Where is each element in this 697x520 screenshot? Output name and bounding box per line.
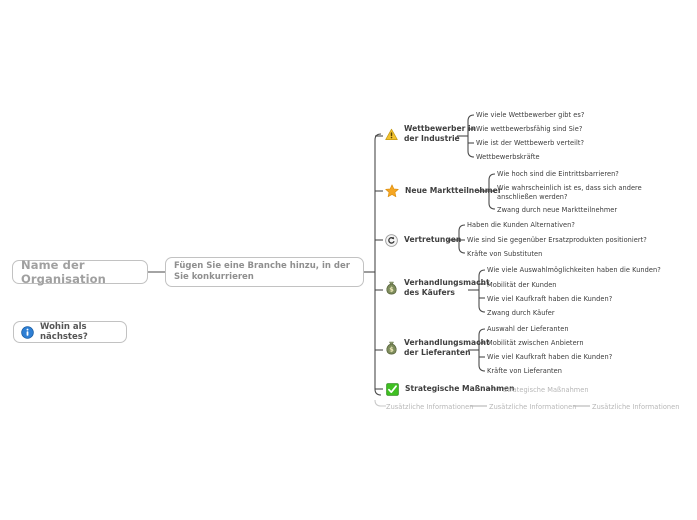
- where-next-hint-node[interactable]: Wohin als nächstes?: [13, 321, 127, 343]
- star-icon: [385, 184, 399, 198]
- branch-strategische-massnahmen-label: Strategische Maßnahmen: [405, 384, 515, 394]
- subitem-vm-lieferanten-2[interactable]: Mobilität zwischen Anbietern: [487, 339, 584, 347]
- green-check-icon: [386, 383, 399, 396]
- subitem-vm-lieferanten-1[interactable]: Auswahl der Lieferanten: [487, 325, 569, 333]
- branch-zusaetzliche-informationen-label[interactable]: Zusätzliche Informationen: [386, 403, 474, 411]
- branch-verhandlungsmacht-kaeufer[interactable]: $ Verhandlungsmacht des Käufers: [385, 278, 490, 299]
- central-topic-node[interactable]: Fügen Sie eine Branche hinzu, in der Sie…: [165, 257, 364, 287]
- branch-wettbewerber[interactable]: Wettbewerber in der Industrie: [385, 124, 476, 145]
- subitem-vm-kaeufer-3[interactable]: Wie viel Kaufkraft haben die Kunden?: [487, 295, 613, 303]
- branch-neue-marktteilnehmer-label: Neue Marktteilnehmer: [405, 185, 502, 195]
- subitem-vm-lieferanten-3[interactable]: Wie viel Kaufkraft haben die Kunden?: [487, 353, 613, 361]
- subitem-neue-marktteilnehmer-2[interactable]: Wie wahrscheinlich ist es, dass sich and…: [497, 184, 642, 201]
- subitem-neue-marktteilnehmer-3[interactable]: Zwang durch neue Marktteilnehmer: [497, 206, 618, 214]
- root-node[interactable]: Name der Organisation: [12, 258, 148, 286]
- root-node-label: Name der Organisation: [21, 258, 106, 286]
- central-topic-label: Fügen Sie eine Branche hinzu, in der Sie…: [174, 260, 350, 282]
- subitem-zusaetzliche-informationen-2[interactable]: Zusätzliche Informationen: [592, 403, 680, 411]
- subitem-vertretungen-1[interactable]: Haben die Kunden Alternativen?: [467, 221, 575, 229]
- subitem-vm-lieferanten-4[interactable]: Kräfte von Lieferanten: [487, 367, 563, 375]
- subitem-wettbewerber-3[interactable]: Wie ist der Wettbewerb verteilt?: [476, 139, 585, 147]
- branch-verhandlungsmacht-lieferanten-label: Verhandlungsmacht der Lieferanten: [404, 338, 490, 358]
- subitem-vertretungen-2[interactable]: Wie sind Sie gegenüber Ersatzprodukten p…: [467, 236, 647, 244]
- branch-vertretungen[interactable]: Vertretungen: [385, 234, 461, 247]
- subitem-neue-marktteilnehmer-1[interactable]: Wie hoch sind die Eintrittsbarrieren?: [497, 170, 619, 178]
- warning-icon: [385, 128, 398, 141]
- subitem-vertretungen-3[interactable]: Kräfte von Substituten: [467, 250, 543, 258]
- subitem-vm-kaeufer-4[interactable]: Zwang durch Käufer: [487, 309, 555, 317]
- branch-vertretungen-label: Vertretungen: [404, 235, 462, 245]
- subitem-vm-kaeufer-1[interactable]: Wie viele Auswahlmöglichkeiten haben die…: [487, 266, 661, 274]
- svg-text:$: $: [389, 286, 394, 294]
- branch-verhandlungsmacht-lieferanten[interactable]: $ Verhandlungsmacht der Lieferanten: [385, 338, 490, 359]
- subitem-zusaetzliche-informationen-1[interactable]: Zusätzliche Informationen: [489, 403, 577, 411]
- money-bag-icon: $: [385, 281, 398, 295]
- svg-text:$: $: [389, 346, 394, 354]
- where-next-hint-label: Wohin als nächstes?: [40, 322, 88, 342]
- circle-arrow-icon: [385, 234, 398, 247]
- subitem-vm-kaeufer-2[interactable]: Mobilität der Kunden: [487, 281, 557, 289]
- branch-wettbewerber-label: Wettbewerber in der Industrie: [404, 124, 476, 144]
- subitem-strategische-massnahmen-1[interactable]: Strategische Maßnahmen: [503, 386, 589, 394]
- money-bag-icon: $: [385, 341, 398, 355]
- subitem-wettbewerber-1[interactable]: Wie viele Wettbewerber gibt es?: [476, 111, 585, 119]
- subitem-wettbewerber-4[interactable]: Wettbewerbskräfte: [476, 153, 540, 161]
- info-icon: [21, 325, 34, 339]
- branch-neue-marktteilnehmer[interactable]: Neue Marktteilnehmer: [385, 184, 502, 198]
- branch-verhandlungsmacht-kaeufer-label: Verhandlungsmacht des Käufers: [404, 278, 490, 298]
- subitem-wettbewerber-2[interactable]: Wie wettbewerbsfähig sind Sie?: [476, 125, 583, 133]
- branch-strategische-massnahmen[interactable]: Strategische Maßnahmen: [386, 383, 515, 396]
